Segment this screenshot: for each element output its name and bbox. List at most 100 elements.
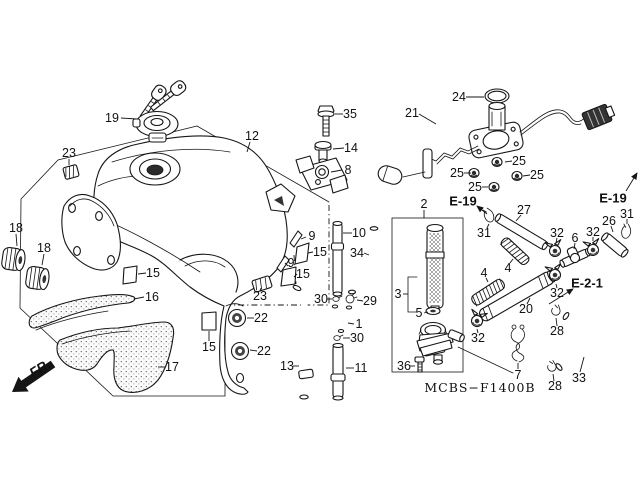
callout-23: 23 xyxy=(62,146,76,160)
tube-clip-29 xyxy=(345,292,358,304)
callout-30: 30 xyxy=(350,331,364,345)
callout-32: 32 xyxy=(586,225,600,239)
callout-4: 4 xyxy=(481,266,488,280)
callout-18: 18 xyxy=(9,221,23,235)
tank-front-flange xyxy=(61,193,121,271)
callout-10: 10 xyxy=(352,226,366,240)
fuel-valve-petcock xyxy=(416,321,465,365)
tank-pad-17-drawing xyxy=(56,321,175,393)
callout-31: 31 xyxy=(620,207,634,221)
three-way-joint-6 xyxy=(559,246,591,268)
callout-30: 30 xyxy=(314,292,328,306)
callout-25: 25 xyxy=(530,168,544,182)
diagram-code: MCBS−F1400B xyxy=(424,380,535,395)
cushion-sheet-15c xyxy=(294,242,310,265)
nut-25a xyxy=(491,156,503,168)
hose-clip-31a xyxy=(481,206,496,224)
clip-nut-23a xyxy=(62,164,80,180)
cushion-sheet-9b xyxy=(276,255,290,273)
harness-connector xyxy=(581,103,616,131)
tank-rear-bracket-8 xyxy=(295,155,349,194)
cushion-sheet-9a xyxy=(289,230,303,248)
fuel-tank-drawing xyxy=(61,135,296,395)
callout-25: 25 xyxy=(468,180,482,194)
callout-23: 23 xyxy=(253,289,267,303)
breather-hose-10 xyxy=(330,220,345,297)
callout-3: 3 xyxy=(395,287,402,301)
callout-33: 33 xyxy=(572,371,586,385)
callout-11: 11 xyxy=(355,361,368,375)
callout-9: 9 xyxy=(309,229,316,243)
sender-body xyxy=(488,101,506,131)
fuel-valve-assembly-box xyxy=(391,217,465,373)
callout-25: 25 xyxy=(450,166,464,180)
callout-12: 12 xyxy=(245,129,259,143)
float xyxy=(377,165,403,185)
callout-20: 20 xyxy=(519,302,533,316)
callout-4: 4 xyxy=(505,261,512,275)
cushion-sheet-15a xyxy=(122,265,138,285)
callout-22: 22 xyxy=(257,344,271,358)
tank-pad-16-drawing xyxy=(28,294,136,331)
fuel-strainer-3 xyxy=(425,223,445,314)
ref-label-E-19: E-19 xyxy=(449,194,476,209)
valve-bolt-36 xyxy=(414,356,425,373)
fuel-hose-26 xyxy=(600,232,629,258)
callout-36: 36 xyxy=(397,359,411,373)
callout-29: 29 xyxy=(363,294,377,308)
breather-hose-11 xyxy=(330,342,346,401)
callout-5: 5 xyxy=(416,306,423,320)
callout-32: 32 xyxy=(550,226,564,240)
leader-petcock-to-7 xyxy=(457,346,514,374)
washer-5 xyxy=(425,306,441,316)
float-pivot xyxy=(422,148,433,179)
hose-spring-4b xyxy=(471,278,506,307)
callout-27: 27 xyxy=(517,203,531,217)
hose-clip-28a xyxy=(551,304,561,316)
callout-15: 15 xyxy=(313,245,327,259)
clip-nut-23b xyxy=(251,275,273,293)
callout-1: 1 xyxy=(356,317,363,331)
callout-28: 28 xyxy=(550,324,564,338)
grommet-18a xyxy=(0,246,27,273)
callout-17: 17 xyxy=(165,360,179,374)
grommet-18b xyxy=(24,265,51,292)
wire-clip-7 xyxy=(510,324,525,363)
fuel-hose-13 xyxy=(292,284,315,400)
callout-16: 16 xyxy=(145,290,159,304)
callout-32: 32 xyxy=(471,331,485,345)
tube-clip-30b xyxy=(333,334,344,341)
callout-28: 28 xyxy=(548,379,562,393)
callout-15: 15 xyxy=(202,340,216,354)
callout-14: 14 xyxy=(344,141,358,155)
callout-2: 2 xyxy=(421,197,428,211)
callout-32: 32 xyxy=(550,286,564,300)
callout-24: 24 xyxy=(452,90,466,104)
callout-13: 13 xyxy=(280,359,294,373)
callout-19: 19 xyxy=(105,111,119,125)
flange-bolt-35 xyxy=(317,105,335,137)
callout-9: 9 xyxy=(288,256,295,270)
callout-8: 8 xyxy=(345,163,352,177)
callout-21: 21 xyxy=(405,106,419,120)
callout-7: 7 xyxy=(515,368,522,382)
fuel-sender-assembly xyxy=(377,88,616,193)
callout-6: 6 xyxy=(572,231,579,245)
callout-15: 15 xyxy=(146,266,160,280)
callout-22: 22 xyxy=(254,311,268,325)
callout-15: 15 xyxy=(296,267,310,281)
fuel-cap-drawing xyxy=(132,110,179,143)
callout-34: 34 xyxy=(350,246,364,260)
nut-25c xyxy=(511,170,523,182)
tube-clip-30a xyxy=(332,295,343,302)
grommet-22a xyxy=(227,308,247,328)
hose-clip-31b xyxy=(620,222,633,240)
ref-label-E-19: E-19 xyxy=(599,191,626,206)
callout-31: 31 xyxy=(477,226,491,240)
callout-35: 35 xyxy=(343,107,357,121)
callout-26: 26 xyxy=(602,214,616,228)
joint-tube-1 xyxy=(331,304,353,334)
cushion-sheet-15d xyxy=(280,266,297,287)
tank-rear-tab xyxy=(265,183,296,213)
